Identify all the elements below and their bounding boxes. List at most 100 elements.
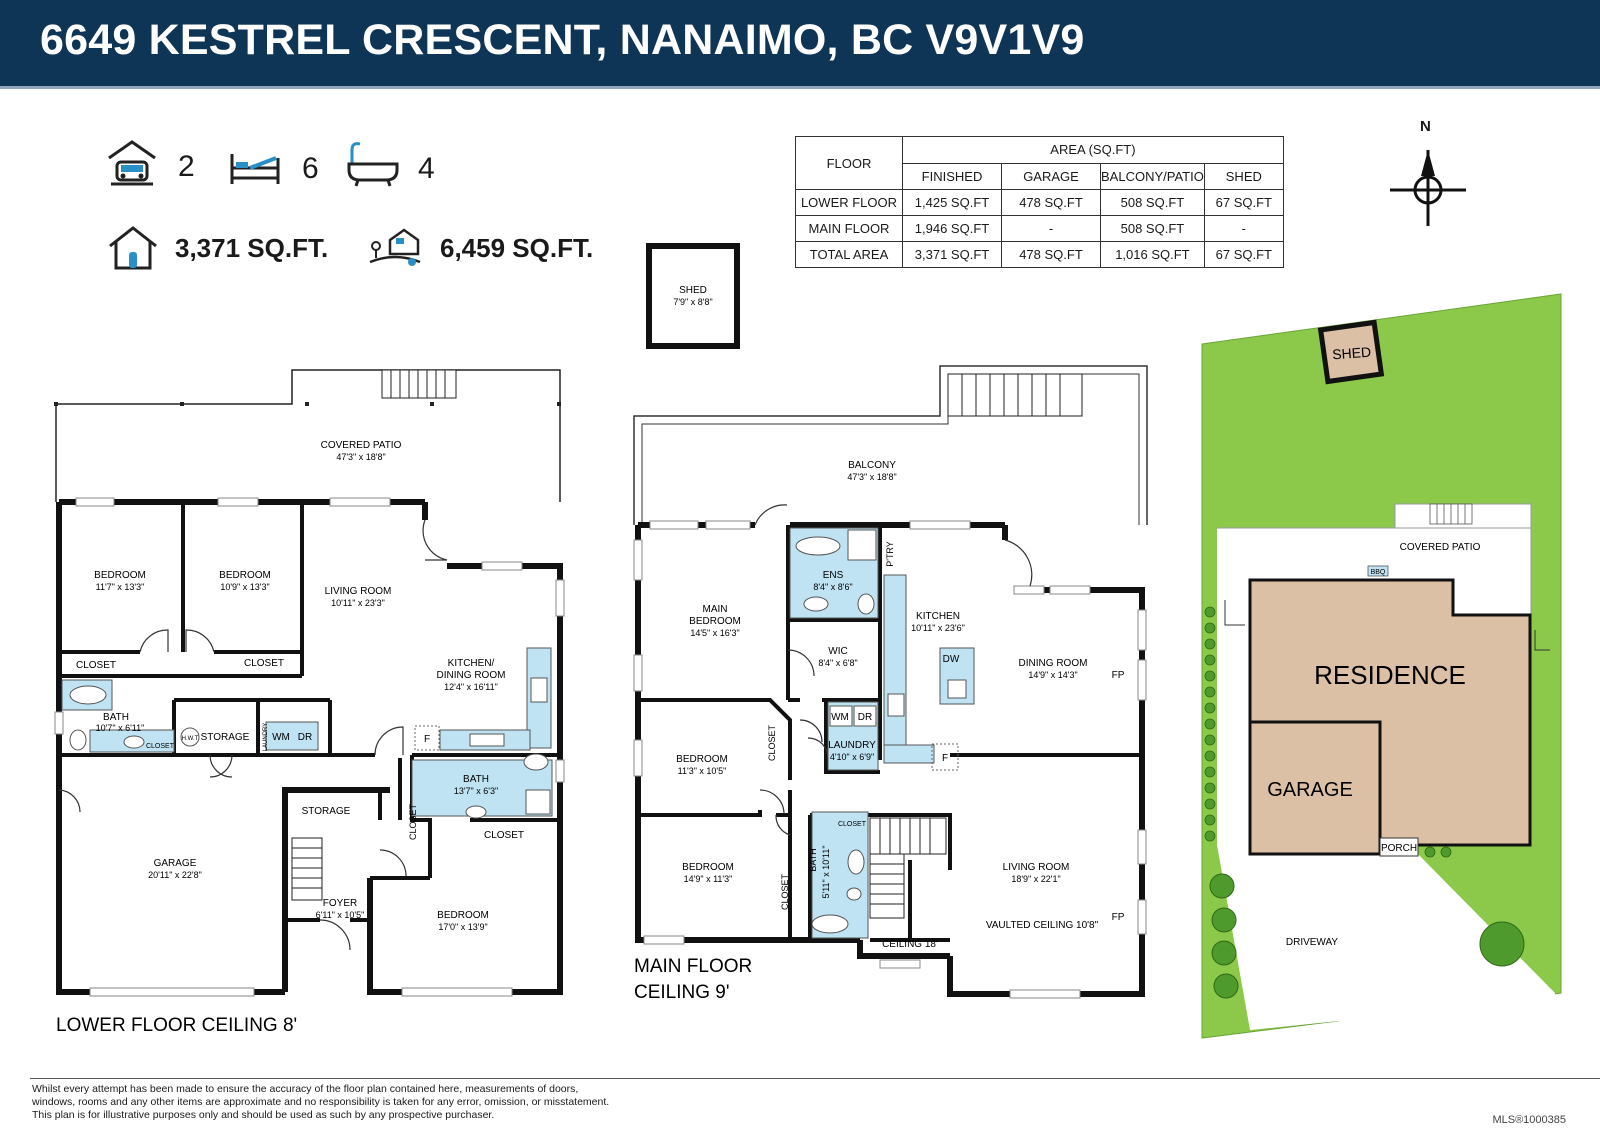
main-balcony-dims: 47'3" x 18'8" (847, 472, 896, 482)
table-row: TOTAL AREA 3,371 SQ.FT 478 SQ.FT 1,016 S… (795, 241, 1284, 268)
shed-outline (646, 243, 740, 349)
disclaimer-line: windows, rooms and any other items are a… (32, 1096, 610, 1108)
main-closet2-label: CLOSET (780, 873, 790, 910)
shed-dims: 7'9" x 8'8" (673, 297, 712, 307)
lower-storage2-label: STORAGE (302, 806, 351, 817)
bathroom-count: 4 (418, 152, 435, 185)
row-floor: LOWER FLOOR (795, 189, 903, 216)
row-floor: MAIN FLOOR (795, 215, 903, 242)
dishwasher-label: DW (943, 654, 960, 665)
residence-label: RESIDENCE (1314, 660, 1466, 690)
garage-icon (108, 140, 156, 186)
lower-closet5-label: CLOSET (408, 803, 418, 840)
lower-patio-label: COVERED PATIO (321, 440, 402, 451)
main-closet1-label: CLOSET (767, 724, 777, 761)
lower-bedroom3-label: BEDROOM (437, 910, 489, 921)
lower-garage-dims: 20'11" x 22'8" (148, 870, 202, 880)
site-shed-label: SHED (1332, 344, 1372, 363)
lower-floor-plan: COVERED PATIO 47'3" x 18'8" (54, 369, 565, 1036)
bed-icon (230, 154, 280, 184)
table-cell: 67 SQ.FT (1203, 189, 1284, 216)
dining-fireplace-label: FP (1112, 670, 1125, 681)
lower-bedroom1-label: BEDROOM (94, 570, 146, 581)
lower-closet1-label: CLOSET (76, 660, 116, 671)
main-living-dims: 18'9" x 22'1" (1011, 874, 1060, 884)
house-icon (109, 226, 157, 270)
vaulted-ceiling-label: VAULTED CEILING 10'8" (986, 920, 1099, 931)
hw-tank-label: H.W.T (182, 736, 199, 742)
lower-foyer-label: FOYER (323, 898, 357, 909)
main-laundry-dims: 4'10" x 6'9" (830, 752, 874, 762)
site-plan: SHED BBQ COVERED PATIO RESIDENCE GARAGE … (1201, 293, 1562, 1039)
site-patio-label: COVERED PATIO (1400, 542, 1481, 553)
lower-bath1-label: BATH (103, 712, 129, 723)
lower-garage-label: GARAGE (154, 858, 197, 869)
table-cell: 67 SQ.FT (1203, 241, 1284, 268)
dining-dims: 14'9" x 14'3" (1028, 670, 1077, 680)
main-kitchen-dims: 10'11" x 23'6" (911, 623, 965, 633)
header-bar (0, 0, 1600, 86)
garage-count: 2 (178, 150, 195, 183)
lower-living-label: LIVING ROOM (325, 586, 392, 597)
main-laundry-label: LAUNDRY (828, 740, 876, 751)
lower-closet2-label: CLOSET (244, 658, 284, 669)
lower-bath2-dims: 13'7" x 6'3" (454, 786, 498, 796)
lower-bedroom1-dims: 11'7" x 13'3" (96, 582, 145, 592)
bathtub-icon (347, 142, 399, 187)
col-area-header: AREA (SQ.FT) (902, 136, 1284, 164)
table-cell: 508 SQ.FT (1100, 189, 1205, 216)
main-floor-plan: BALCONY 47'3" x 18'8" (633, 365, 1148, 1003)
table-cell: 1,946 SQ.FT (902, 215, 1002, 242)
lower-wm-label: WM (272, 732, 290, 743)
bedroom-count: 6 (302, 152, 319, 185)
lower-kitchen-dims: 12'4" x 16'11" (444, 682, 498, 692)
table-cell: 478 SQ.FT (1001, 241, 1101, 268)
living-fireplace-label: FP (1112, 912, 1125, 923)
lower-kitchen-label: KITCHEN/ (448, 658, 495, 669)
table-cell: 478 SQ.FT (1001, 189, 1101, 216)
wic-dims: 8'4" x 6'8" (818, 658, 857, 668)
lower-bedroom3-dims: 17'0" x 13'9" (438, 922, 487, 932)
dining-label: DINING ROOM (1019, 658, 1088, 669)
sub-header: BALCONY/PATIO (1100, 162, 1205, 190)
lower-bath2-label: BATH (463, 774, 489, 785)
lower-kitchen-label2: DINING ROOM (437, 670, 506, 681)
hedge (1204, 606, 1452, 858)
porch-label: PORCH (1381, 843, 1417, 854)
driveway-label: DRIVEWAY (1286, 937, 1339, 948)
main-bedroom2-label: BEDROOM (682, 862, 734, 873)
table-row: LOWER FLOOR 1,425 SQ.FT 478 SQ.FT 508 SQ… (795, 189, 1284, 216)
sub-header: SHED (1203, 162, 1284, 190)
disclaimer-line: Whilst every attempt has been made to en… (32, 1083, 579, 1095)
lower-laundry-label: LAUNDRY (263, 723, 269, 752)
main-kitchen-label: KITCHEN (916, 611, 960, 622)
footer-rule (30, 1078, 1600, 1079)
lower-bedroom2-label: BEDROOM (219, 570, 271, 581)
main-balcony-label: BALCONY (848, 460, 896, 471)
header-rule (0, 86, 1600, 89)
main-floor-caption: MAIN FLOOR (634, 956, 752, 977)
lower-fridge-label: F (424, 734, 430, 745)
site-garage-label: GARAGE (1267, 779, 1353, 801)
pantry-label: P'TRY (885, 541, 895, 567)
site-shed (1317, 319, 1385, 385)
lower-patio-dims: 47'3" x 18'8" (336, 452, 385, 462)
lower-closet4-label: CLOSET (484, 830, 524, 841)
main-floor-ceiling: CEILING 9' (634, 982, 730, 1003)
main-bedroom2-dims: 14'9" x 11'3" (684, 874, 733, 884)
shed-label: SHED (679, 285, 707, 296)
table-cell: 3,371 SQ.FT (902, 241, 1002, 268)
disclaimer-line: This plan is for illustrative purposes o… (32, 1109, 495, 1121)
main-wm-label: WM (831, 712, 849, 723)
ens-dims: 8'4" x 8'6" (813, 582, 852, 592)
main-bedroom-label2: BEDROOM (689, 616, 741, 627)
property-address-title: 6649 KESTREL CRESCENT, NANAIMO, BC V9V1V… (40, 16, 1085, 64)
main-fridge-label: F (942, 753, 948, 764)
table-cell: 508 SQ.FT (1100, 215, 1205, 242)
lower-storage-label: STORAGE (201, 732, 250, 743)
table-cell: 1,016 SQ.FT (1100, 241, 1205, 268)
lower-dr-label: DR (298, 732, 312, 743)
lot-icon (369, 228, 421, 266)
row-floor: TOTAL AREA (795, 241, 903, 268)
compass-north-label: N (1420, 118, 1431, 135)
